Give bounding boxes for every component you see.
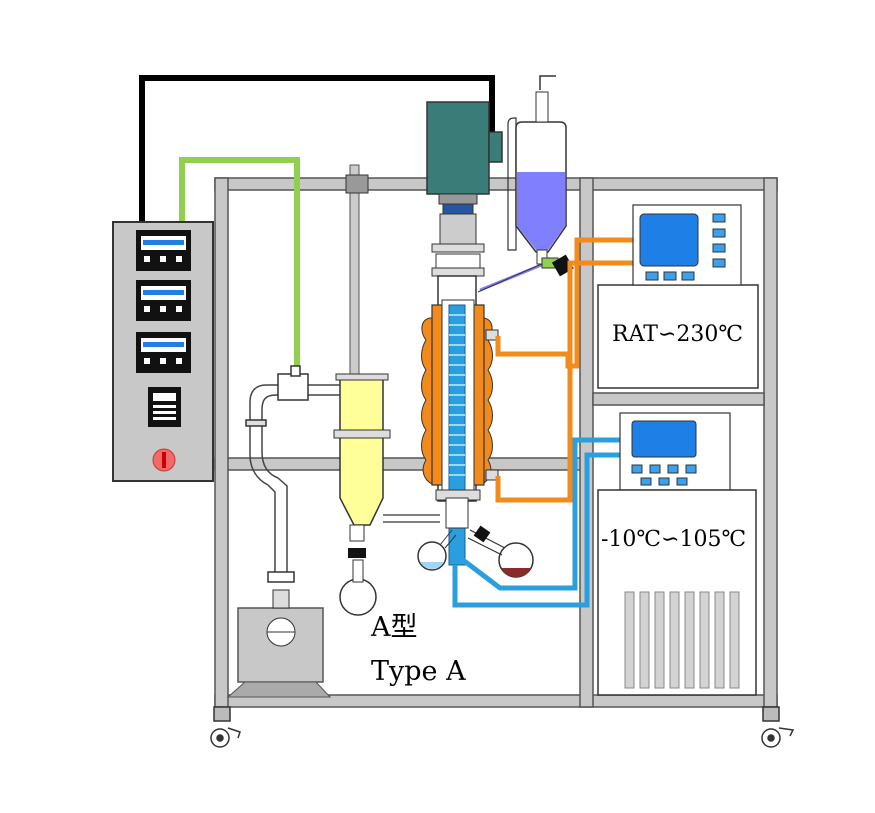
vacuum-line xyxy=(245,365,340,583)
distillate-flask xyxy=(417,529,457,571)
chiller-coolant-lines xyxy=(452,437,620,608)
control-box xyxy=(112,221,214,482)
chiller-unit xyxy=(597,412,757,696)
chiller-vent-grille xyxy=(624,591,740,689)
residue-flask xyxy=(467,525,534,578)
model-label-en: Type A xyxy=(371,656,466,687)
model-label-cn: A型 xyxy=(370,612,418,643)
chiller-range-label: -10℃∽105℃ xyxy=(601,527,746,552)
control-wire-black xyxy=(139,75,495,225)
vacuum-pump xyxy=(226,589,332,698)
controller-2 xyxy=(136,280,191,321)
heater-oil-lines xyxy=(495,237,636,503)
controller-1 xyxy=(136,230,191,271)
feed-funnel xyxy=(477,75,574,293)
cold-trap xyxy=(333,164,440,616)
heater-range-label: RAT∽230℃ xyxy=(612,322,743,347)
caster-right xyxy=(761,706,795,748)
heater-unit xyxy=(597,204,759,389)
power-switch-icon xyxy=(152,448,176,472)
evaporator-column xyxy=(421,275,499,566)
vacuum-gauge xyxy=(148,387,181,427)
control-wire-green xyxy=(179,157,300,375)
caster-left xyxy=(210,706,241,748)
controller-3 xyxy=(136,332,191,373)
